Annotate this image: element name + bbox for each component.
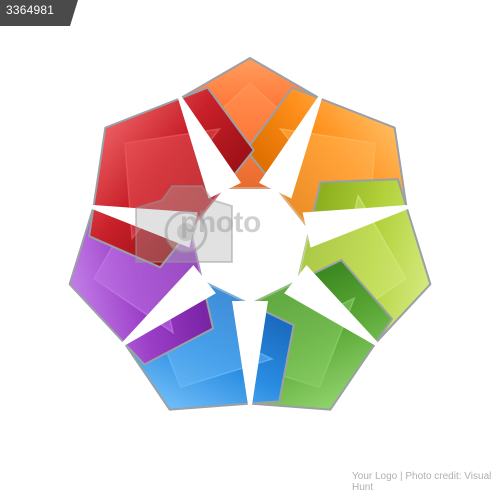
- corner-watermark-text: 3364981: [6, 3, 55, 17]
- segment-gap-2: [302, 204, 421, 248]
- segment-gap-5: [113, 265, 216, 353]
- footer-credit-text: Your Logo | Photo credit: Visual Hunt: [352, 471, 492, 493]
- segment-gap-1: [258, 85, 326, 199]
- corner-watermark-badge: 3364981: [0, 0, 78, 26]
- segments-layer: [68, 57, 432, 418]
- center-watermark-text: photo: [180, 206, 261, 239]
- segment-gap-4: [232, 301, 268, 418]
- segment-gap-7: [174, 85, 242, 199]
- segment-gap-3: [284, 265, 387, 353]
- camera-watermark-icon: [128, 178, 240, 270]
